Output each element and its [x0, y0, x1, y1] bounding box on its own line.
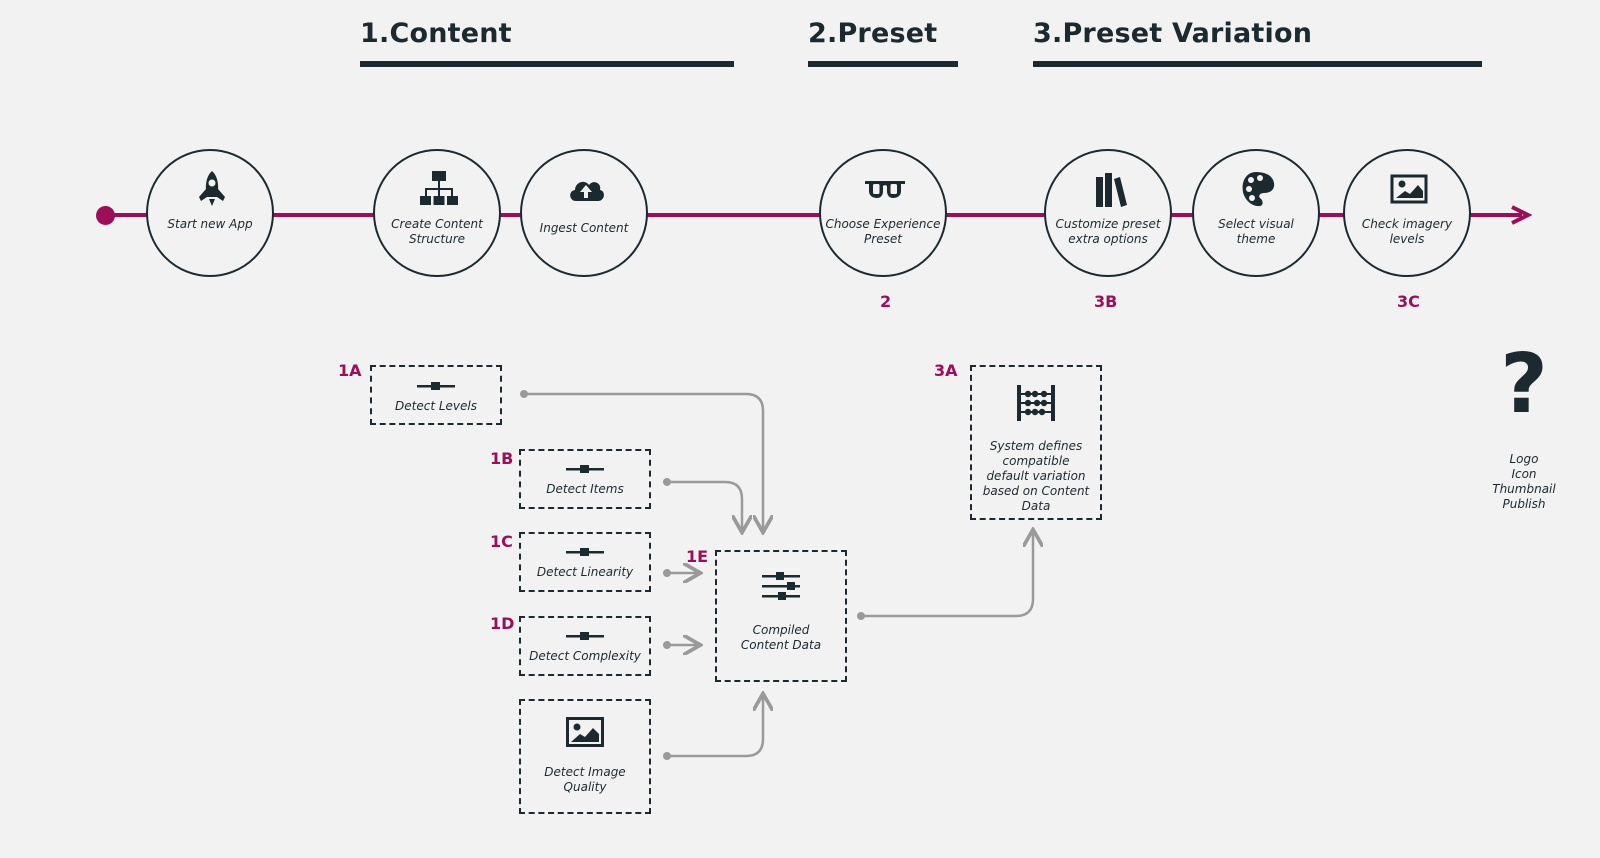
- glasses-icon: [865, 181, 905, 198]
- cloud-upload-icon: [570, 181, 604, 201]
- books-icon: [1096, 173, 1127, 207]
- step-label: Start new App: [167, 217, 253, 231]
- code-1a: 1A: [338, 361, 362, 380]
- step-label: Create Content Structure: [391, 217, 483, 246]
- step-select-visual-theme[interactable]: Select visual theme: [1192, 149, 1320, 277]
- step-choose-experience-preset[interactable]: Choose Experience Preset: [819, 149, 947, 277]
- timeline-arrow-icon: [1511, 205, 1532, 225]
- compiled-content-data-box[interactable]: Compiled Content Data: [715, 550, 847, 682]
- code-1d: 1D: [490, 614, 515, 633]
- palette-icon: [1242, 172, 1275, 207]
- system-defines-box[interactable]: System defines compatible default variat…: [970, 365, 1102, 520]
- step-label: Check imagery levels: [1361, 217, 1453, 246]
- final-item: Publish: [1502, 497, 1546, 511]
- final-item: Icon: [1511, 467, 1537, 481]
- section-underline-content: [360, 61, 734, 67]
- rocket-icon: [199, 171, 225, 206]
- slider-icon: [566, 548, 604, 556]
- final-item: Thumbnail: [1492, 482, 1556, 496]
- detect-items-box[interactable]: Detect Items: [519, 449, 651, 509]
- box-label: Detect Complexity: [529, 649, 641, 663]
- step-code-2: 2: [880, 292, 892, 311]
- final-output-list: Logo Icon Thumbnail Publish: [1486, 452, 1562, 512]
- question-mark-icon: ?: [1500, 337, 1548, 432]
- sitemap-icon: [420, 171, 458, 205]
- code-1c: 1C: [490, 532, 513, 551]
- final-item: Logo: [1509, 452, 1539, 466]
- step-label: Ingest Content: [539, 221, 629, 235]
- step-start-new-app[interactable]: Start new App: [146, 149, 274, 277]
- image-icon: [566, 717, 604, 747]
- box-label: Compiled Content Data: [740, 623, 822, 652]
- step-label: Select visual theme: [1218, 217, 1294, 246]
- step-check-imagery-levels[interactable]: Check imagery levels: [1343, 149, 1471, 277]
- section-title-preset: 2.Preset: [808, 18, 938, 49]
- box-label: Detect Image Quality: [544, 765, 626, 794]
- image-icon: [1390, 174, 1428, 204]
- section-title-content: 1.Content: [360, 18, 512, 49]
- slider-icon: [566, 632, 604, 640]
- section-underline-variation: [1033, 61, 1482, 67]
- box-label: Detect Items: [546, 482, 624, 496]
- section-underline-preset: [808, 61, 958, 67]
- step-ingest-content[interactable]: Ingest Content: [520, 149, 648, 277]
- slider-icon: [566, 465, 604, 473]
- detect-linearity-box[interactable]: Detect Linearity: [519, 532, 651, 592]
- detect-image-quality-box[interactable]: Detect Image Quality: [519, 699, 651, 814]
- section-title-variation: 3.Preset Variation: [1033, 18, 1313, 49]
- box-label: Detect Linearity: [536, 565, 634, 579]
- step-create-content-structure[interactable]: Create Content Structure: [373, 149, 501, 277]
- box-label: System defines compatible default variat…: [982, 439, 1090, 513]
- step-code-3b: 3B: [1094, 292, 1118, 311]
- detect-levels-box[interactable]: Detect Levels: [370, 365, 502, 425]
- timeline-line: [104, 213, 1522, 217]
- step-label: Choose Experience Preset: [825, 217, 941, 246]
- box-label: Detect Levels: [395, 399, 477, 413]
- code-1b: 1B: [490, 449, 514, 468]
- abacus-icon: [1017, 385, 1055, 421]
- code-3a: 3A: [934, 361, 958, 380]
- slider-icon: [417, 382, 455, 390]
- detect-complexity-box[interactable]: Detect Complexity: [519, 616, 651, 676]
- step-code-3c: 3C: [1397, 292, 1420, 311]
- timeline-start-dot: [96, 206, 115, 225]
- code-1e: 1E: [686, 547, 709, 566]
- step-label: Customize preset extra options: [1055, 217, 1161, 246]
- sliders-icon: [762, 572, 800, 600]
- step-customize-preset[interactable]: Customize preset extra options: [1044, 149, 1172, 277]
